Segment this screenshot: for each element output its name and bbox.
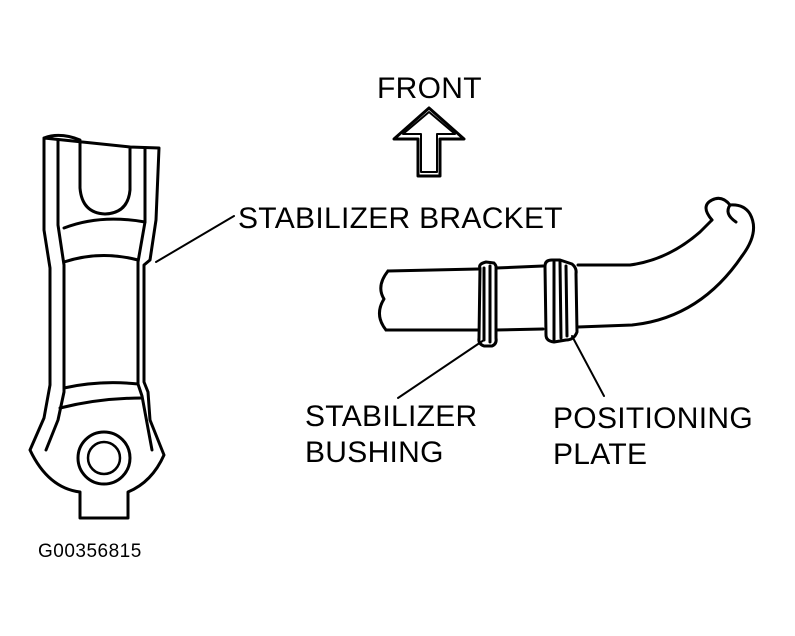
positioning-plate [543,258,579,344]
stabilizer-bar [378,196,756,332]
front-label: FRONT [377,72,482,105]
stabilizer-bracket [28,133,166,520]
up-arrow-icon [392,106,466,178]
stabilizer-bracket-label: STABILIZER BRACKET [238,202,563,235]
positioning-plate-label-line2: PLATE [553,438,648,471]
bushing-leader-line [397,339,485,399]
stabilizer-bushing-label-line2: BUSHING [305,436,444,469]
plate-leader-line [571,335,605,397]
positioning-plate-label-line1: POSITIONING [553,402,753,435]
bracket-leader-line [155,215,235,263]
stabilizer-bushing-label-line1: STABILIZER [305,400,478,433]
figure-id: G00356815 [38,541,142,562]
stabilizer-bushing [477,260,498,348]
